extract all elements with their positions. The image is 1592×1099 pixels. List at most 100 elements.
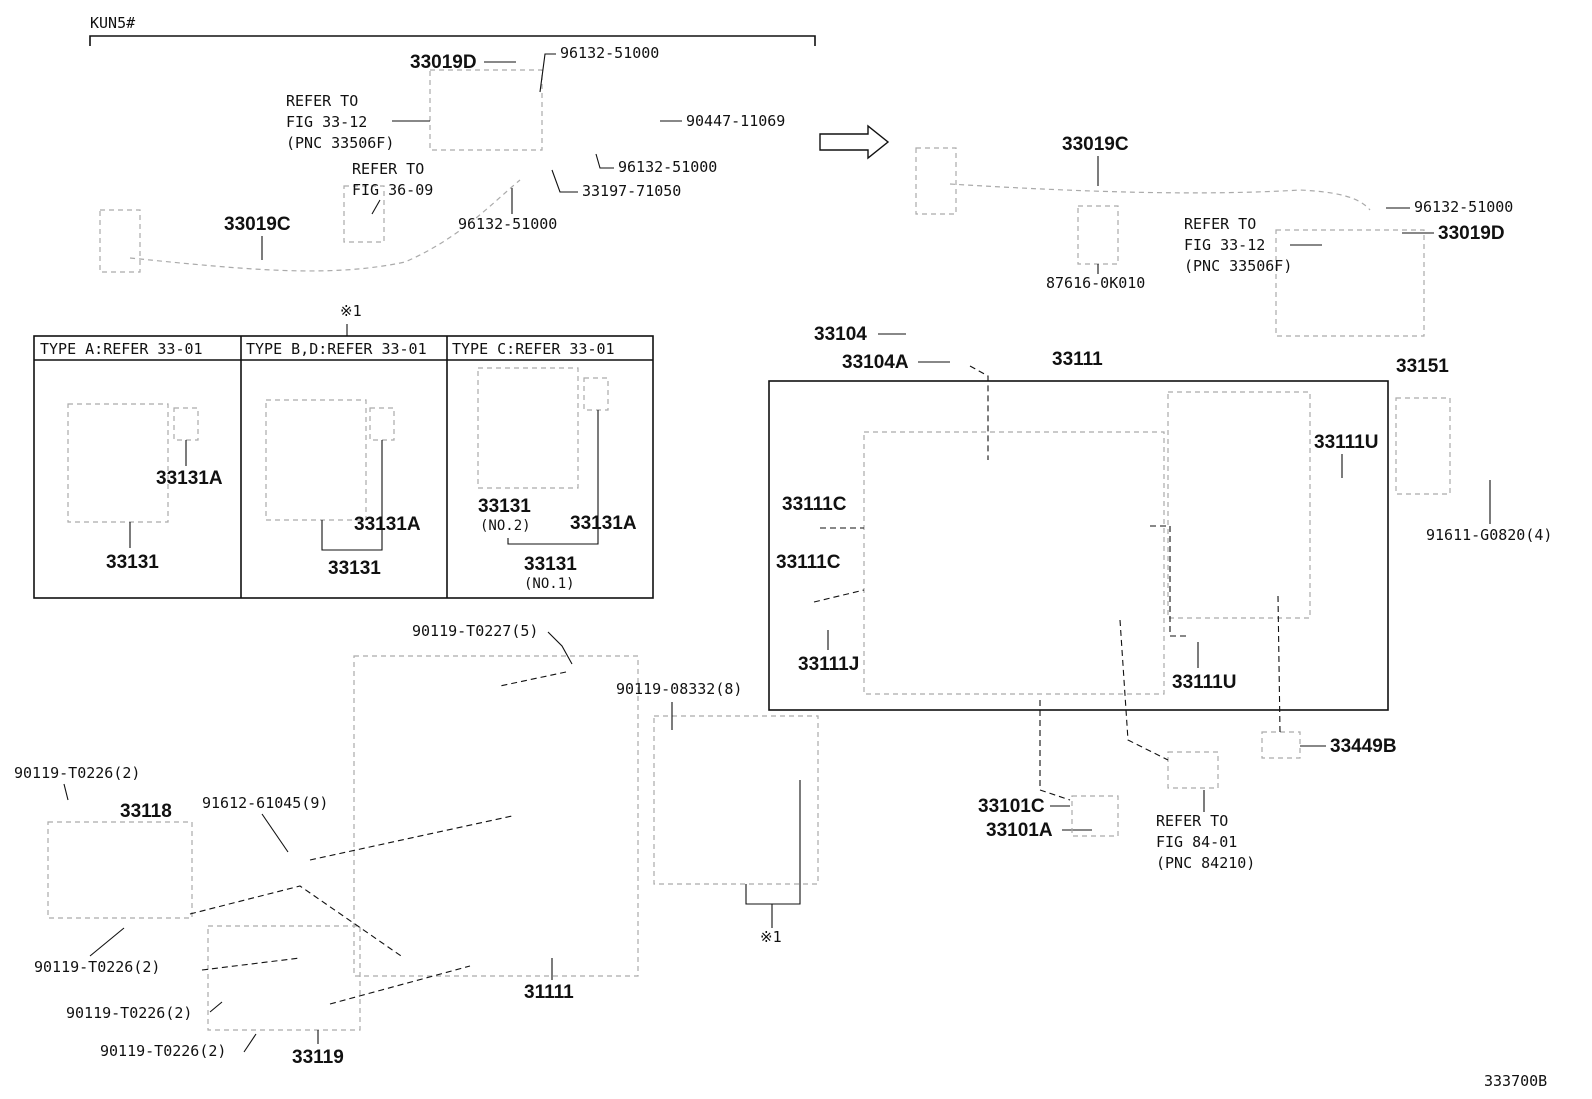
type-a-header: TYPE A:REFER 33-01 — [40, 340, 203, 358]
label-33111c-b: 33111C — [776, 552, 841, 573]
type-a-cover-placeholder — [67, 403, 169, 523]
dash-91612 — [309, 815, 513, 861]
label-33111c-a: 33111C — [782, 494, 847, 515]
label-33119: 33119 — [292, 1047, 344, 1068]
label-33111j: 33111J — [798, 654, 859, 675]
extension-housing-placeholder — [1167, 391, 1311, 619]
label-33019d-top: 33019D — [410, 52, 477, 73]
label-33118: 33118 — [120, 801, 172, 822]
dash-speed-sensor — [1119, 619, 1169, 761]
type-a-seal-placeholder — [173, 407, 199, 441]
leader-96132-a — [539, 53, 556, 93]
drain-plug-placeholder — [1071, 795, 1119, 837]
note-refer-33-12-left-3: (PNC 33506F) — [286, 134, 394, 152]
transmission-case-placeholder — [863, 431, 1165, 695]
rear-cover-placeholder — [1395, 397, 1451, 495]
leader-refer-36-09 — [371, 199, 381, 215]
ref-mark-bottom: ※1 — [760, 928, 782, 946]
leader-90119-t0226-c — [209, 1001, 223, 1013]
label-33104a: 33104A — [842, 352, 909, 373]
clutch-hose-right-placeholder — [949, 183, 1371, 211]
type-table-frame — [33, 335, 654, 599]
label-96132-c: 96132-51000 — [458, 215, 557, 233]
type-b-seal-label: 33131A — [354, 514, 421, 535]
label-90119-t0226-a: 90119-T0226(2) — [14, 764, 140, 782]
leader-90119-t0227 — [547, 631, 573, 665]
plug-33449b-placeholder — [1261, 731, 1301, 759]
type-c-no1-label: (NO.1) — [524, 576, 575, 592]
table-ref-mark: ※1 — [340, 302, 362, 320]
type-c-cover-no2-label: 33131 — [478, 496, 531, 517]
dash-33104a — [969, 365, 989, 460]
label-90447: 90447-11069 — [686, 112, 785, 130]
label-33101a: 33101A — [986, 820, 1053, 841]
type-c-seal-label: 33131A — [570, 513, 637, 534]
label-91611: 91611-G0820(4) — [1426, 526, 1552, 544]
note-refer-36-09-2: FIG 36-09 — [352, 181, 433, 199]
label-33111-top: 33111 — [1052, 349, 1103, 370]
clutch-release-cylinder-placeholder — [429, 69, 543, 151]
label-96132-d: 96132-51000 — [1414, 198, 1513, 216]
clutch-bracket-placeholder — [99, 209, 141, 273]
type-c-cover-no1-label: 33131 — [524, 554, 577, 575]
diagram-id: 333700B — [1484, 1072, 1547, 1090]
model-bracket — [89, 35, 816, 46]
clutch-housing-placeholder — [353, 655, 639, 977]
label-90119-t0226-b: 90119-T0226(2) — [34, 958, 160, 976]
dash-33119-b — [329, 965, 471, 1005]
dash-33449b — [1277, 595, 1281, 733]
type-c-no2-label: (NO.2) — [480, 518, 531, 534]
label-33151: 33151 — [1396, 356, 1449, 377]
type-bd-header: TYPE B,D:REFER 33-01 — [246, 340, 427, 358]
label-90119-t0226-c: 90119-T0226(2) — [66, 1004, 192, 1022]
type-b-bracket — [321, 440, 383, 551]
bracket-ref-mark-bottom — [745, 780, 801, 905]
label-33101c: 33101C — [978, 796, 1045, 817]
type-c-bracket — [507, 410, 599, 545]
leader-33197 — [551, 169, 578, 193]
transmission-case-frame — [768, 380, 1389, 711]
variant-arrow-icon — [819, 124, 890, 160]
type-c-header: TYPE C:REFER 33-01 — [452, 340, 615, 358]
dash-33119-a — [201, 957, 301, 971]
note-refer-33-12-right-1: REFER TO — [1184, 215, 1256, 233]
type-a-cover-label: 33131 — [106, 552, 159, 573]
engine-mount-bracket-33118-placeholder — [47, 821, 193, 919]
type-c-cover-placeholder — [477, 367, 579, 489]
label-33019d-right: 33019D — [1438, 223, 1505, 244]
leader-90119-t0226-a — [63, 783, 69, 801]
leader-96132-b — [595, 153, 614, 169]
label-87616: 87616-0K010 — [1046, 274, 1145, 292]
label-96132-b: 96132-51000 — [618, 158, 717, 176]
speed-sensor-placeholder — [1167, 751, 1219, 789]
leader-90119-t0226-b — [89, 927, 125, 957]
note-refer-33-12-left-1: REFER TO — [286, 92, 358, 110]
type-a-seal-label: 33131A — [156, 468, 223, 489]
reservoir-cap-placeholder — [343, 185, 385, 243]
label-90119-t0227: 90119-T0227(5) — [412, 622, 538, 640]
note-refer-84-01-1: REFER TO — [1156, 812, 1228, 830]
type-b-seal-placeholder — [369, 407, 395, 441]
label-90119-t0226-d: 90119-T0226(2) — [100, 1042, 226, 1060]
label-33111u-b: 33111U — [1172, 672, 1236, 693]
note-refer-84-01-2: FIG 84-01 — [1156, 833, 1237, 851]
note-refer-84-01-3: (PNC 84210) — [1156, 854, 1255, 872]
label-90119-08332: 90119-08332(8) — [616, 680, 742, 698]
type-c-seal-placeholder — [583, 377, 609, 411]
dash-33111c-b — [813, 589, 865, 603]
front-bearing-retainer-placeholder — [653, 715, 819, 885]
label-33104: 33104 — [814, 324, 867, 345]
note-refer-33-12-right-3: (PNC 33506F) — [1184, 257, 1292, 275]
clutch-bracket-right-placeholder — [915, 147, 957, 215]
label-33019c-right: 33019C — [1062, 134, 1129, 155]
label-33019c-left: 33019C — [224, 214, 291, 235]
clutch-hose-placeholder — [129, 179, 521, 272]
label-33111u-a: 33111U — [1314, 432, 1378, 453]
type-b-cover-label: 33131 — [328, 558, 381, 579]
label-33197: 33197-71050 — [582, 182, 681, 200]
label-33449b: 33449B — [1330, 736, 1397, 757]
dash-33101 — [1039, 700, 1071, 801]
type-b-cover-placeholder — [265, 399, 367, 521]
label-91612: 91612-61045(9) — [202, 794, 328, 812]
